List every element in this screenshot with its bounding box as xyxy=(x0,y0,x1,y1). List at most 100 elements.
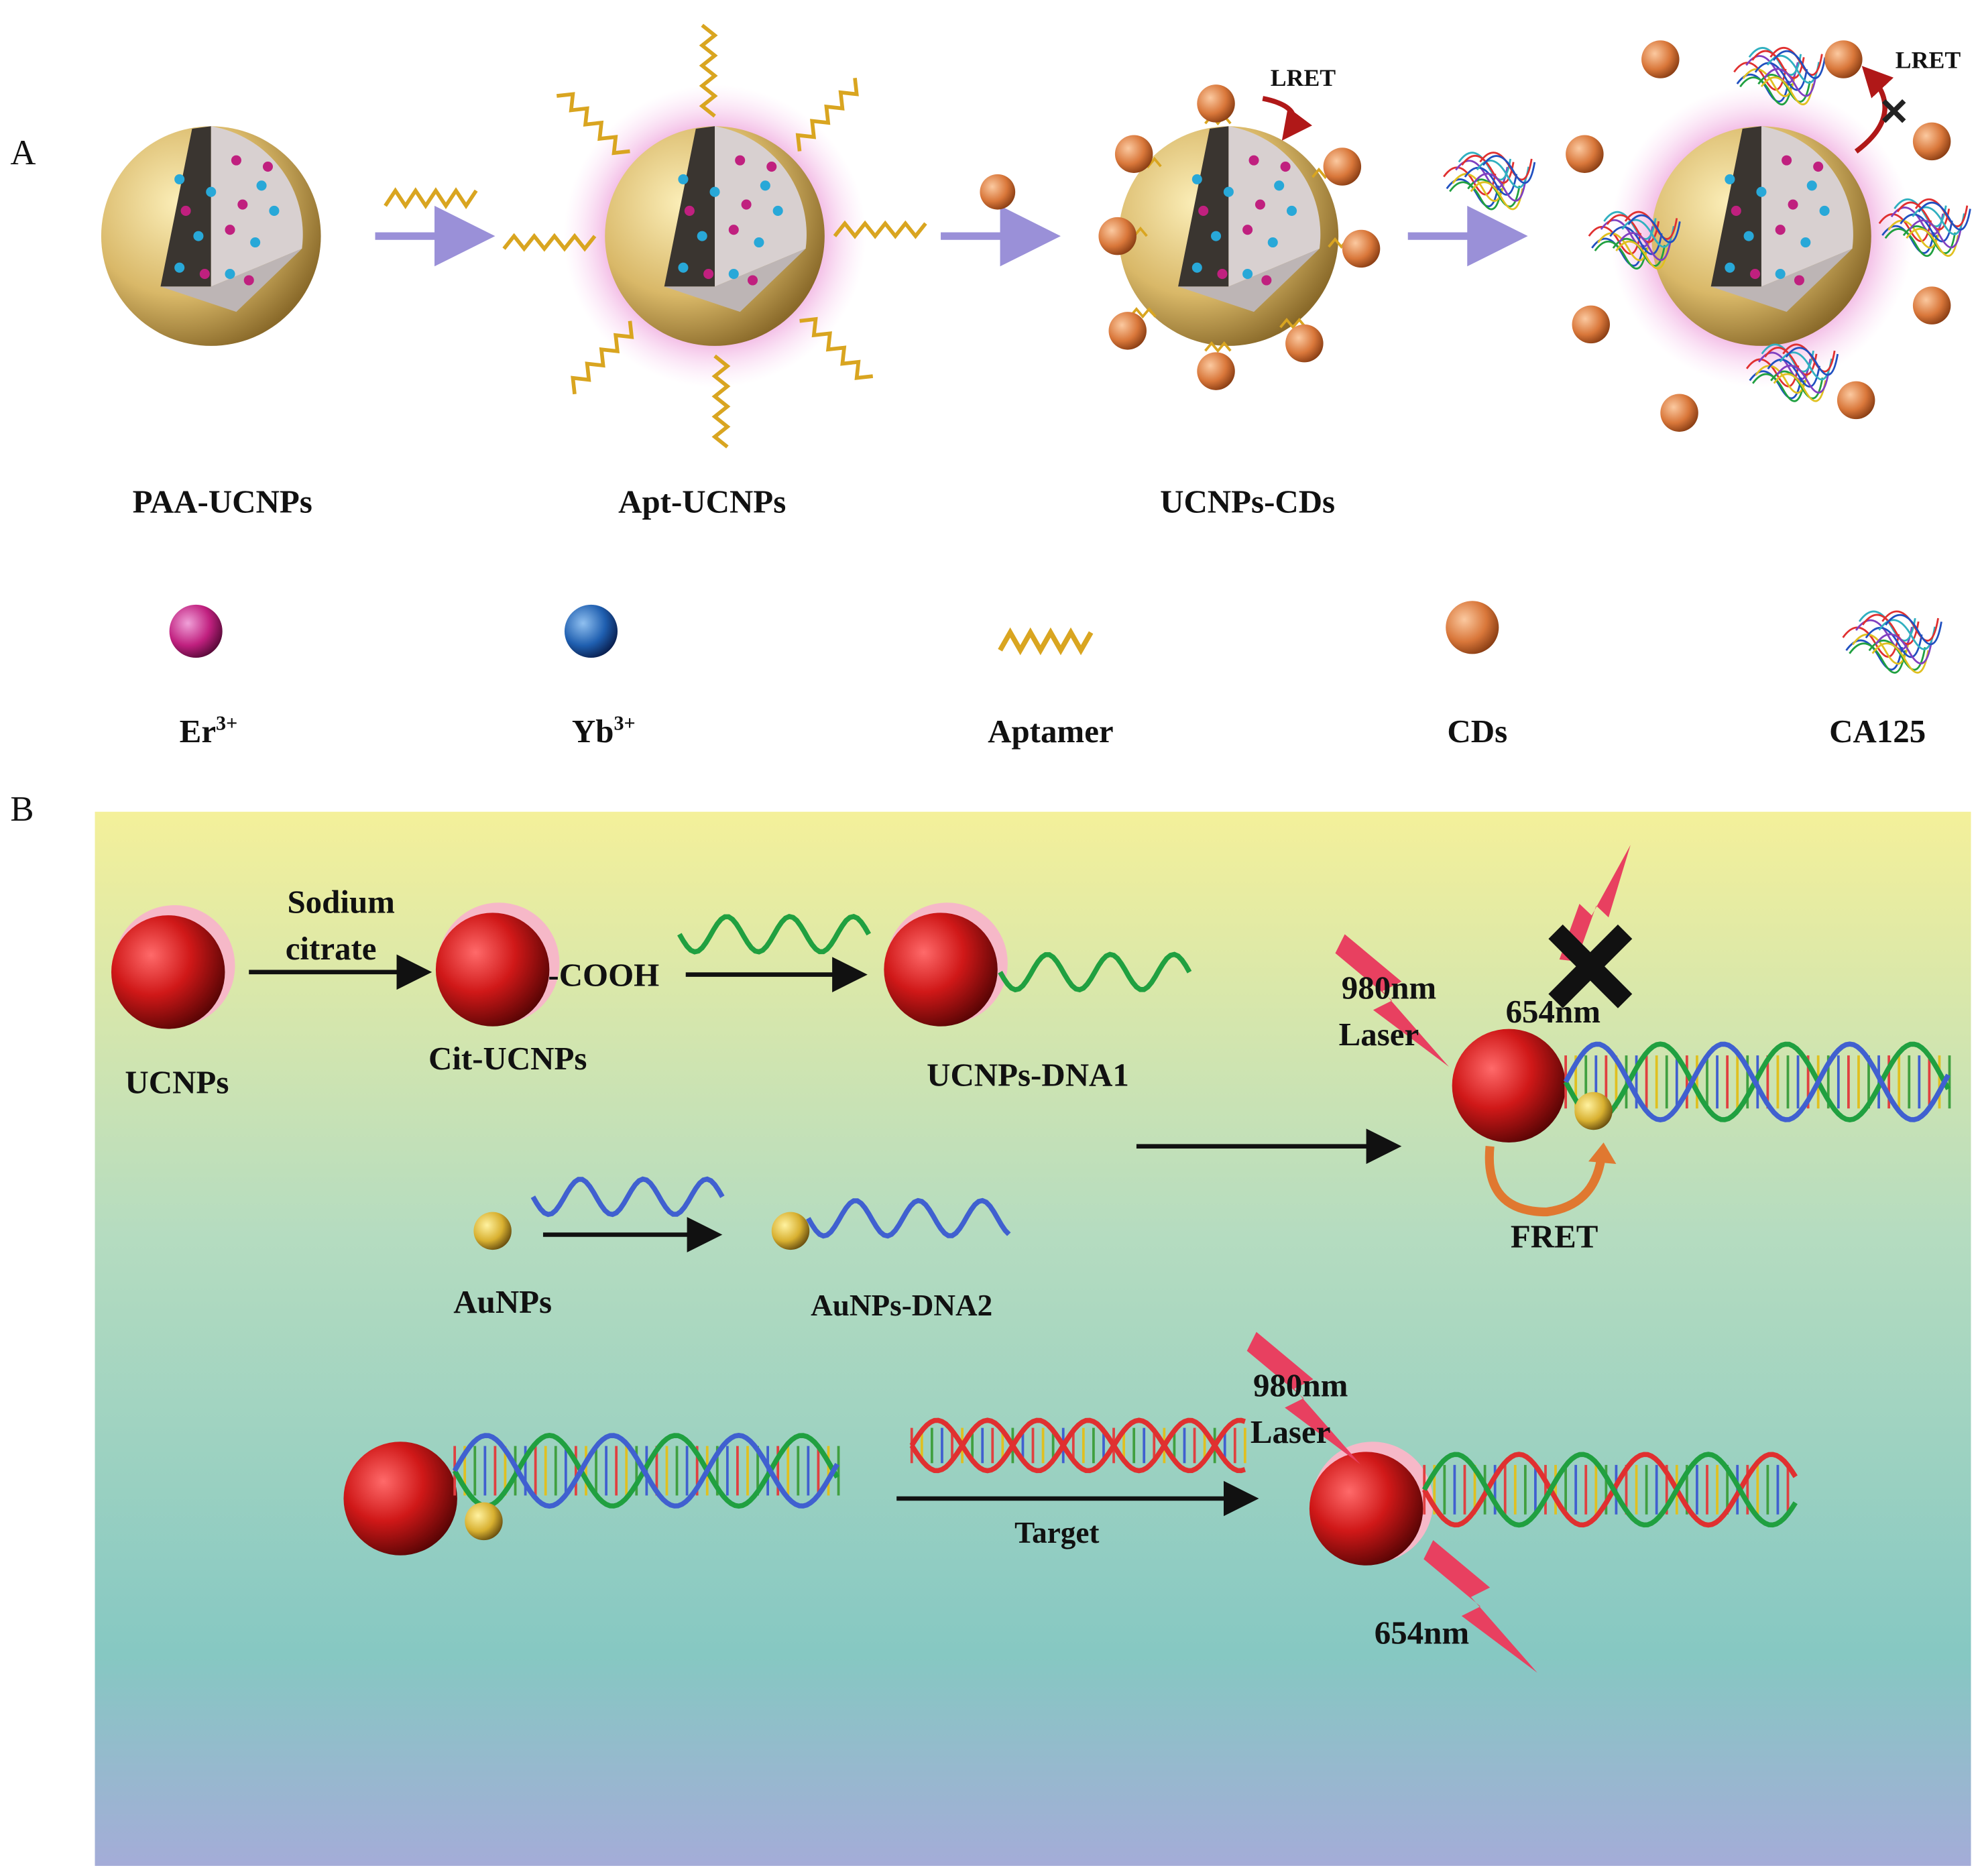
laser-label-bottom: Laser xyxy=(1250,1413,1331,1450)
aptamer-strand xyxy=(1129,306,1157,319)
yb-ion xyxy=(250,237,261,248)
stage-label-apt-ucnps: Apt-UCNPs xyxy=(618,483,786,520)
bound-ca125 xyxy=(1733,46,1826,106)
cutaway-bottom-face xyxy=(664,248,806,312)
bound-cd xyxy=(1342,229,1381,268)
protein-strand xyxy=(1871,642,1930,674)
bound-cd xyxy=(1197,352,1235,390)
protein-strand xyxy=(1618,232,1672,261)
bound-cd xyxy=(1197,84,1235,123)
er-ion xyxy=(741,199,752,210)
protein-strand xyxy=(1609,226,1663,255)
er-ion xyxy=(1813,162,1824,172)
protein-strand xyxy=(1594,240,1648,270)
ucnp-sphere xyxy=(884,913,998,1027)
bound-cd xyxy=(1323,148,1362,186)
fret-arrow xyxy=(1484,1146,1606,1217)
yb-ion xyxy=(174,262,185,273)
aptamer-strand xyxy=(1279,317,1307,330)
er-ion xyxy=(747,275,758,286)
paa-ucnp-particle xyxy=(101,126,321,346)
er-ion xyxy=(703,269,714,280)
er-ion xyxy=(1248,155,1259,166)
dna2-reagent xyxy=(530,1176,725,1218)
ucnp-particle xyxy=(111,905,235,1029)
er-ion xyxy=(766,162,777,172)
dna-strand xyxy=(1563,1041,1950,1122)
aunp-dna2-particle xyxy=(771,1212,810,1250)
aptamer-strand xyxy=(502,233,597,252)
legend-yb: Yb3+ xyxy=(572,711,636,750)
protein-strand xyxy=(1918,201,1971,231)
bound-ca125 xyxy=(1745,343,1839,402)
laser-bolt-top xyxy=(1335,934,1449,1067)
dna-strand xyxy=(677,914,872,955)
yb-ion xyxy=(728,269,739,280)
yb-ion xyxy=(1756,186,1767,197)
protein-strand xyxy=(1760,76,1814,106)
er-ion xyxy=(1750,269,1761,280)
apt-ucnp-particle xyxy=(563,84,866,388)
cutaway-light-face xyxy=(1228,126,1321,287)
ucnp-sphere xyxy=(1452,1029,1566,1143)
bound-cd xyxy=(1098,217,1137,255)
er-ion xyxy=(231,155,241,166)
er-ion xyxy=(728,225,739,235)
dna-strand xyxy=(530,1176,725,1218)
sodium-label: Sodium xyxy=(287,883,394,920)
emission-654-bottom: 654nm xyxy=(1375,1615,1469,1651)
er-ion xyxy=(1782,155,1792,166)
aptamer-strand xyxy=(799,316,874,380)
bound-ca125 xyxy=(1588,211,1681,270)
fret-arrowhead xyxy=(1588,1142,1617,1165)
yb-ion xyxy=(1242,269,1253,280)
protein-strand xyxy=(1464,166,1518,196)
yb-ion xyxy=(678,262,689,273)
laser-bolt-bottom xyxy=(1246,1332,1361,1465)
yb-ion xyxy=(1800,237,1811,248)
protein-strand xyxy=(1906,227,1959,257)
er-ion xyxy=(225,225,235,235)
er-ion xyxy=(1788,199,1798,210)
protein-strand xyxy=(1785,347,1839,376)
dna-strand xyxy=(998,951,1192,993)
released-cd xyxy=(1572,305,1611,344)
yb-ion xyxy=(1725,174,1735,184)
protein-strand xyxy=(1470,181,1524,211)
er-ion xyxy=(1242,225,1253,235)
er-ion xyxy=(243,275,254,286)
dna1-dna2-duplex xyxy=(1563,1041,1951,1122)
probe-duplex xyxy=(452,1433,840,1509)
quencher-aunp xyxy=(1574,1092,1613,1130)
er-ion xyxy=(735,155,746,166)
protein-strand xyxy=(1773,373,1827,402)
yb-ion xyxy=(256,180,267,191)
bound-cd xyxy=(1108,312,1147,350)
yb-ion xyxy=(1274,180,1285,191)
yb-ion-icon xyxy=(564,604,618,658)
released-cd xyxy=(1660,394,1698,432)
dna-strand xyxy=(909,1417,1246,1474)
cd-icon xyxy=(1446,601,1499,654)
laser-980-top: 980nm xyxy=(1342,969,1436,1006)
ca125-protein-icon xyxy=(1842,610,1942,674)
yb-ion xyxy=(772,205,783,216)
protein-strand xyxy=(1449,181,1503,211)
er-ion xyxy=(199,269,210,280)
yb-ion xyxy=(1223,186,1234,197)
cit-ucnp-particle xyxy=(435,902,560,1027)
lret-arrow xyxy=(1262,96,1313,141)
protein-strand xyxy=(1482,155,1536,184)
protein-strand xyxy=(1615,240,1669,270)
er-ion xyxy=(1731,205,1741,216)
protein-strand xyxy=(1776,364,1830,394)
er-ion xyxy=(1280,162,1291,172)
emission-bolt-bottom xyxy=(1423,1540,1537,1673)
dna-strand xyxy=(1421,1452,1798,1528)
released-cd xyxy=(1824,40,1863,78)
yb-ion xyxy=(697,231,707,241)
yb-ion xyxy=(1267,237,1278,248)
protein-strand xyxy=(1739,76,1793,106)
released-cd xyxy=(1912,286,1951,325)
yb-ion xyxy=(225,269,235,280)
